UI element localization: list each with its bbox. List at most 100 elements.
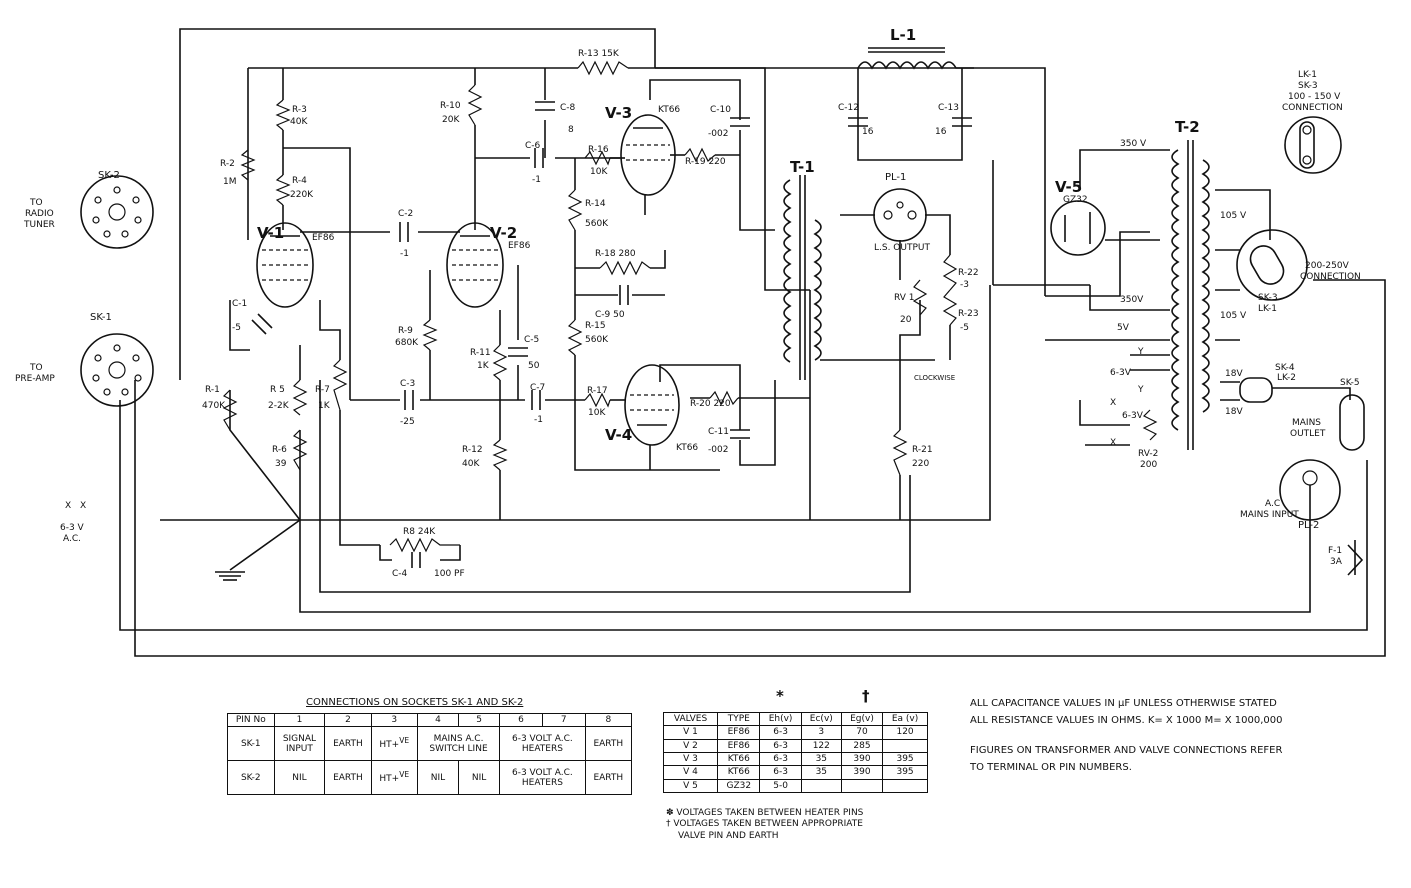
c2-label: C-2 [398, 209, 413, 219]
r11-value: 1K [477, 361, 490, 371]
radio-tuner-label-1: TO [29, 198, 43, 208]
table-row: VALVES TYPE Eh(v) Ec(v) Eg(v) Ea (v) [662, 711, 928, 727]
r16-value: 10K [590, 167, 608, 177]
table-cell: V 2 [662, 738, 719, 754]
rv2-value: 200 [1140, 460, 1157, 470]
c13-symbol [952, 117, 972, 127]
v5-valve [1050, 200, 1106, 256]
c11-label: C-11 [708, 427, 729, 437]
table-row: V 5 GZ32 5-0 [662, 778, 928, 794]
t2-350v-a: 350 V [1120, 139, 1147, 149]
v5-type: GZ32 [1063, 195, 1088, 205]
c7-value: -1 [534, 415, 543, 425]
t2-63v-a: 6-3V [1110, 368, 1132, 378]
r13-symbol [577, 60, 629, 76]
notes: ALL CAPACITANCE VALUES IN µF UNLESS OTHE… [970, 698, 1283, 774]
r10-label: R-10 [440, 101, 461, 111]
table-cell: MAINS A.C.SWITCH LINE [416, 726, 501, 762]
t2-label: T-2 [1175, 118, 1200, 136]
c8-symbol [535, 101, 555, 111]
pl2-plug [1279, 459, 1341, 521]
r12-label: R-12 [462, 445, 483, 455]
f1-value: 3A [1330, 557, 1343, 567]
r21-symbol [892, 429, 908, 476]
footnotes: ✽ VOLTAGES TAKEN BETWEEN HEATER PINS † V… [666, 808, 863, 842]
r10-symbol [467, 84, 483, 126]
table-header-cell: 3 [370, 712, 418, 728]
r2-symbol [240, 149, 256, 181]
r12-value: 40K [462, 459, 480, 469]
table-cell: EF86 [717, 738, 761, 754]
r7-label: R-7 [315, 385, 330, 395]
table-row: PIN No 1 2 3 4 5 6 7 8 [227, 712, 633, 728]
c13-value: 16 [935, 127, 947, 137]
table-header-cell: 7 [541, 712, 586, 728]
table-row: SK-2 NIL EARTH HT+VE NIL NIL 6-3 VOLT A.… [227, 760, 633, 796]
star-marker: * [776, 687, 784, 705]
c3-symbol [404, 390, 414, 410]
sk3-lk1-1: SK-3 [1258, 293, 1278, 303]
table-row: V 2 EF86 6-3 122 285 [662, 738, 928, 754]
r15-label: R-15 [585, 321, 606, 331]
table-cell: V 4 [662, 765, 719, 780]
v3-label: V-3 [605, 104, 632, 122]
table-cell: KT66 [717, 765, 761, 780]
note-line-3: FIGURES ON TRANSFORMER AND VALVE CONNECT… [970, 745, 1283, 756]
r1-label: R-1 [205, 385, 220, 395]
c1-value: -5 [232, 323, 241, 333]
table-header-cell: 4 [416, 712, 460, 728]
table-cell: 390 [840, 752, 884, 767]
r14-value: 560K [585, 219, 609, 229]
table-cell: V 3 [662, 752, 719, 767]
capacitors [251, 101, 972, 568]
rv2-label: RV-2 [1138, 449, 1158, 459]
r10-value: 20K [442, 115, 460, 125]
preamp-label-2: PRE-AMP [15, 374, 55, 384]
sk3-conn-1: 200-250V [1305, 261, 1350, 271]
table-cell: 35 [800, 765, 842, 780]
v3-type: KT66 [658, 105, 680, 115]
table-cell: 6-3 [759, 765, 802, 780]
star-footnote: ✽ VOLTAGES TAKEN BETWEEN HEATER PINS [666, 808, 864, 818]
v5-label: V-5 [1055, 178, 1082, 196]
note-line-4: TO TERMINAL OR PIN NUMBERS. [970, 761, 1132, 773]
r8-label: R8 24K [403, 527, 436, 537]
c1-label: C-1 [232, 299, 247, 309]
table-cell: HT+VE [370, 760, 418, 796]
c3-label: C-3 [400, 379, 415, 389]
f1-label: F-1 [1328, 546, 1342, 556]
r7-symbol [332, 359, 348, 411]
c7-symbol [531, 390, 541, 410]
v1-label: V-1 [257, 224, 284, 242]
table-header-cell: Eg(v) [840, 711, 884, 727]
table-header-cell: TYPE [717, 711, 761, 727]
r2-label: R-2 [220, 159, 235, 169]
r23-symbol [942, 289, 958, 326]
c6-label: C-6 [525, 141, 541, 151]
sockets-table-title: CONNECTIONS ON SOCKETS SK-1 AND SK-2 [306, 697, 524, 708]
l1-label: L-1 [890, 26, 916, 44]
r13-label: R-13 15K [578, 49, 620, 59]
v4-label: V-4 [605, 426, 632, 444]
t2-105v-a: 105 V [1220, 211, 1247, 221]
sk4-label: SK-4 [1275, 363, 1295, 373]
l1-choke [857, 61, 974, 70]
sk5-socket [1339, 394, 1365, 451]
r4-value: 220K [290, 190, 314, 200]
pl1-desc: L.S. OUTPUT [874, 243, 930, 253]
sk1-label: SK-1 [90, 312, 112, 323]
sk2-label: SK-2 [98, 170, 120, 181]
table-cell: 395 [882, 752, 928, 767]
r6-label: R-6 [272, 445, 287, 455]
c8-value: 8 [568, 125, 574, 135]
r22-symbol [942, 254, 958, 291]
r16-symbol [584, 150, 611, 166]
table-cell [840, 778, 884, 794]
table-cell: 5-0 [759, 778, 802, 794]
sk4-link [1239, 377, 1273, 403]
table-cell: 35 [800, 752, 842, 767]
v2-valve [446, 222, 504, 308]
r7-value: 1K [318, 401, 331, 411]
pl1-label: PL-1 [885, 172, 906, 183]
